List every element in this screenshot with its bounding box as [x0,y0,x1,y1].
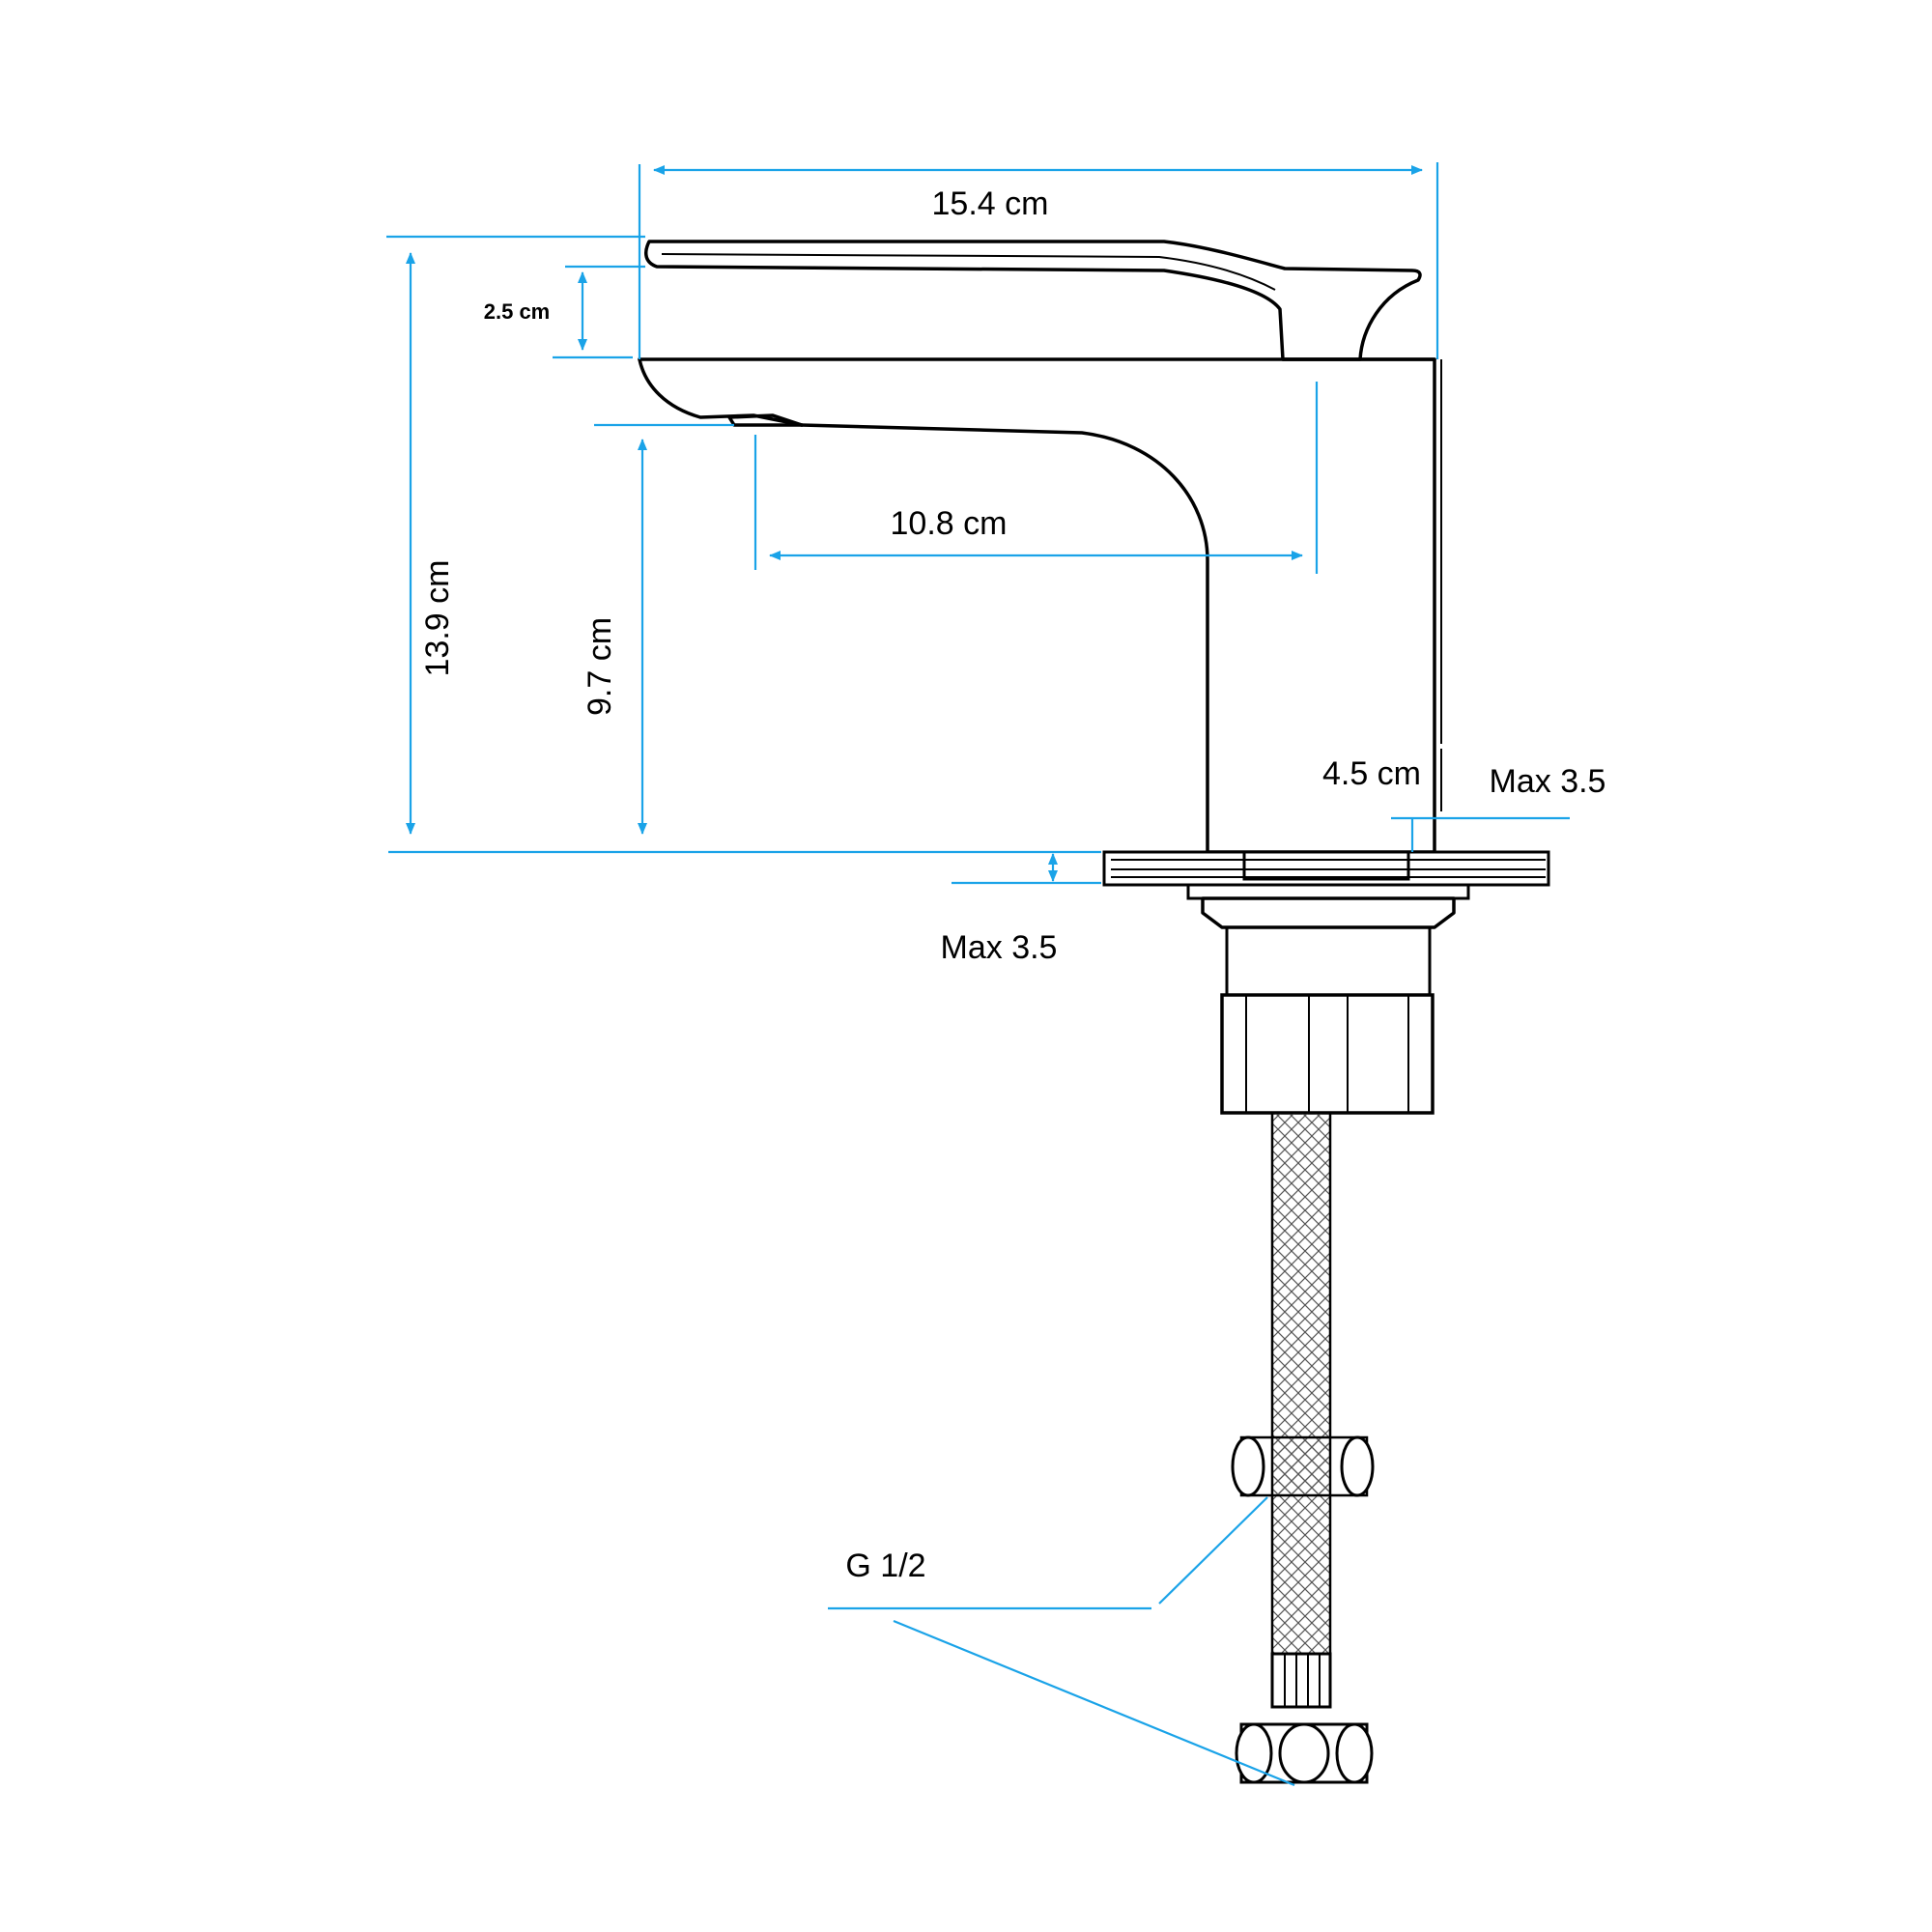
dimension-labels: 15.4 cm 10.8 cm 2.5 cm 13.9 cm 9.7 cm 4.… [419,185,1605,1584]
faucet-outline [638,240,1550,1784]
mounting-nut [1220,993,1435,1115]
label-max-thickness-right: Max 3.5 [1490,763,1606,800]
label-max-thickness-bottom: Max 3.5 [941,929,1058,966]
label-handle-height: 2.5 cm [484,299,551,324]
label-body-width: 4.5 cm [1322,755,1421,792]
label-thread: G 1/2 [845,1548,925,1584]
dimension-lines [386,162,1570,1787]
braided-hose [1270,1111,1332,1656]
label-width-total: 15.4 cm [932,185,1049,222]
label-height-total: 13.9 cm [419,560,456,677]
label-spout-reach: 10.8 cm [891,505,1008,542]
lever-handle [643,240,1422,361]
hose-fitting-middle [1231,1435,1375,1497]
hose-connector-bottom [1235,1652,1374,1784]
faucet-body [638,357,1436,854]
spout [638,357,804,427]
label-spout-height: 9.7 cm [582,617,618,716]
